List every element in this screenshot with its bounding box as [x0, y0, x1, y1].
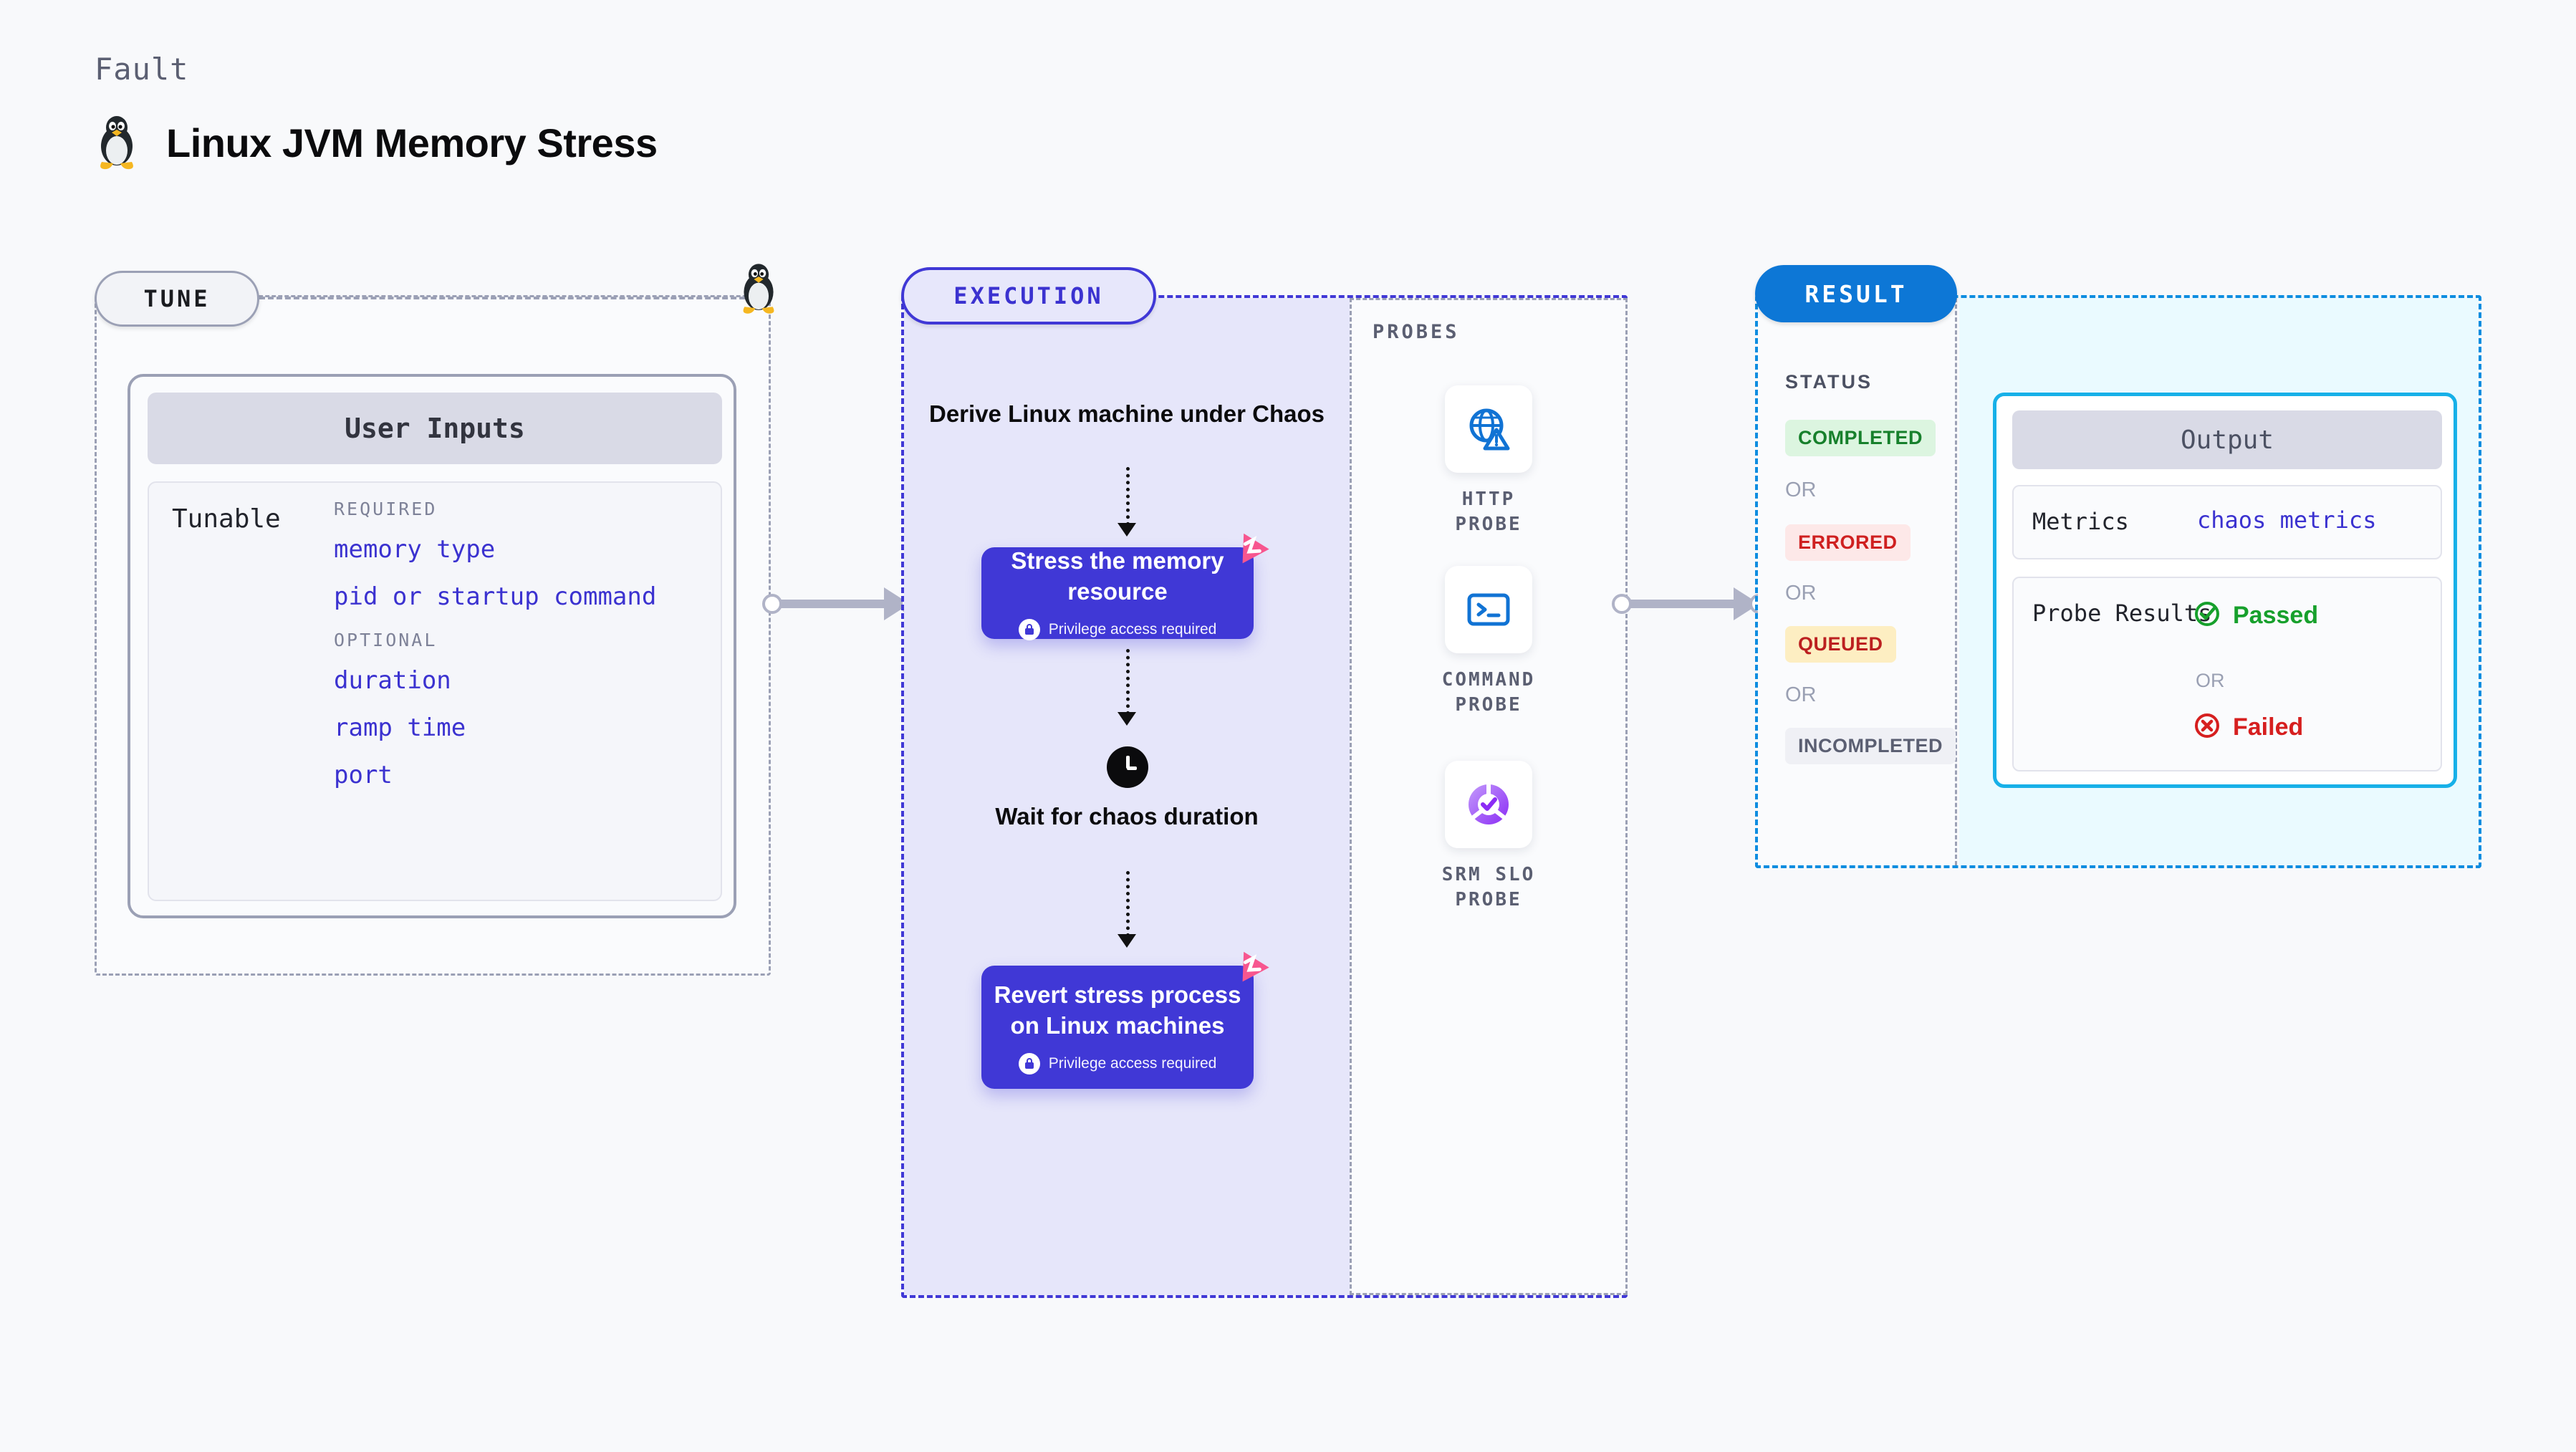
execution-card-title: Stress the memory resource: [1011, 547, 1224, 605]
probe-command[interactable]: COMMAND PROBE: [1426, 566, 1552, 718]
tunable-item-ramp-time[interactable]: ramp time: [334, 713, 466, 742]
status-badge-incompleted: INCOMPLETED: [1785, 728, 1956, 764]
probe-http[interactable]: HTTP PROBE: [1426, 385, 1552, 537]
page-title-row: Linux JVM Memory Stress: [95, 115, 658, 170]
probe-label: COMMAND PROBE: [1441, 669, 1536, 716]
clock-icon: [1107, 746, 1148, 788]
execution-fill: [904, 298, 1350, 1295]
probe-label: HTTP PROBE: [1455, 489, 1522, 536]
tunable-body: Tunable REQUIRED memory type pid or star…: [148, 481, 722, 901]
check-circle-icon: [2193, 600, 2221, 632]
status-or-label: OR: [1785, 683, 1817, 706]
user-inputs-card: User Inputs Tunable REQUIRED memory type…: [128, 374, 736, 918]
probe-result-or-label: OR: [2196, 670, 2225, 691]
execution-step-wait-for-chaos-duration: Wait for chaos duration: [995, 803, 1259, 830]
tunable-list: REQUIRED memory type pid or startup comm…: [334, 499, 656, 808]
output-row-probe-results: Probe Results Passed OR F: [2012, 577, 2442, 771]
status-badge-errored: ERRORED: [1785, 524, 1911, 561]
tunable-item-duration[interactable]: duration: [334, 666, 451, 695]
result-badge[interactable]: RESULT: [1755, 265, 1957, 322]
connector-tune-to-execution: [762, 587, 920, 620]
execution-badge[interactable]: EXECUTION: [901, 267, 1156, 324]
passed-label: Passed: [2233, 602, 2319, 629]
execution-steps: Derive Linux machine under Chaos Stress …: [904, 298, 1350, 1295]
status-badge-completed: COMPLETED: [1785, 420, 1936, 456]
privilege-row: Privilege access required: [1018, 618, 1217, 640]
result-status-panel: [1758, 298, 1957, 865]
tunable-item-pid-or-startup-command[interactable]: pid or startup command: [334, 582, 657, 611]
output-row-metrics: Metrics chaos metrics: [2012, 485, 2442, 559]
execution-step-derive-linux-machine: Derive Linux machine under Chaos: [929, 400, 1325, 427]
execution-card-stress-memory[interactable]: Stress the memory resource Privilege acc…: [981, 533, 1269, 640]
tune-top-dash-line: [259, 297, 754, 299]
status-badge-queued: QUEUED: [1785, 626, 1896, 663]
globe-warning-icon: [1445, 385, 1532, 473]
lock-icon: [1018, 618, 1040, 640]
privilege-note: Privilege access required: [1048, 620, 1217, 638]
tunable-item-port[interactable]: port: [334, 761, 393, 789]
slo-donut-check-icon: [1445, 761, 1532, 848]
terminal-icon: [1445, 566, 1532, 653]
tunable-label: Tunable: [172, 504, 281, 534]
probe-srm-slo[interactable]: SRM SLO PROBE: [1426, 761, 1552, 913]
probe-results-key: Probe Results: [2032, 600, 2212, 627]
probe-result-failed: Failed: [2193, 711, 2303, 744]
page-title: Linux JVM Memory Stress: [166, 120, 658, 165]
lock-icon: [1018, 1052, 1040, 1074]
execution-card-title: Revert stress process on Linux machines: [994, 981, 1241, 1039]
linux-tux-icon-marker: [738, 262, 779, 319]
x-circle-icon: [2193, 711, 2221, 744]
tunable-group-heading-required: REQUIRED: [334, 499, 438, 519]
chaos-fault-icon: [1231, 527, 1272, 572]
status-or-label: OR: [1785, 582, 1817, 605]
tunable-group-heading-optional: OPTIONAL: [334, 630, 438, 650]
output-card: Output Metrics chaos metrics Probe Resul…: [1993, 393, 2457, 788]
probes-title: PROBES: [1373, 321, 1460, 343]
status-title: STATUS: [1785, 371, 1873, 393]
execution-card-revert-stress[interactable]: Revert stress process on Linux machines …: [981, 951, 1269, 1089]
tunable-item-memory-type[interactable]: memory type: [334, 535, 496, 564]
privilege-row: Privilege access required: [1018, 1052, 1217, 1074]
user-inputs-title: User Inputs: [148, 393, 722, 464]
privilege-note: Privilege access required: [1048, 1054, 1217, 1072]
result-panel: [1755, 295, 2481, 868]
fault-kicker: Fault: [95, 52, 189, 87]
metrics-key: Metrics: [2032, 508, 2129, 535]
output-title: Output: [2012, 410, 2442, 469]
probe-label: SRM SLO PROBE: [1441, 864, 1536, 911]
probe-result-passed: Passed: [2193, 600, 2318, 632]
failed-label: Failed: [2233, 713, 2304, 741]
connector-execution-to-result: [1612, 587, 1769, 620]
metrics-value-link[interactable]: chaos metrics: [2197, 506, 2377, 534]
linux-tux-icon: [95, 115, 139, 170]
chaos-fault-icon: [1231, 946, 1272, 991]
status-or-label: OR: [1785, 479, 1817, 501]
tune-badge[interactable]: TUNE: [95, 271, 259, 327]
